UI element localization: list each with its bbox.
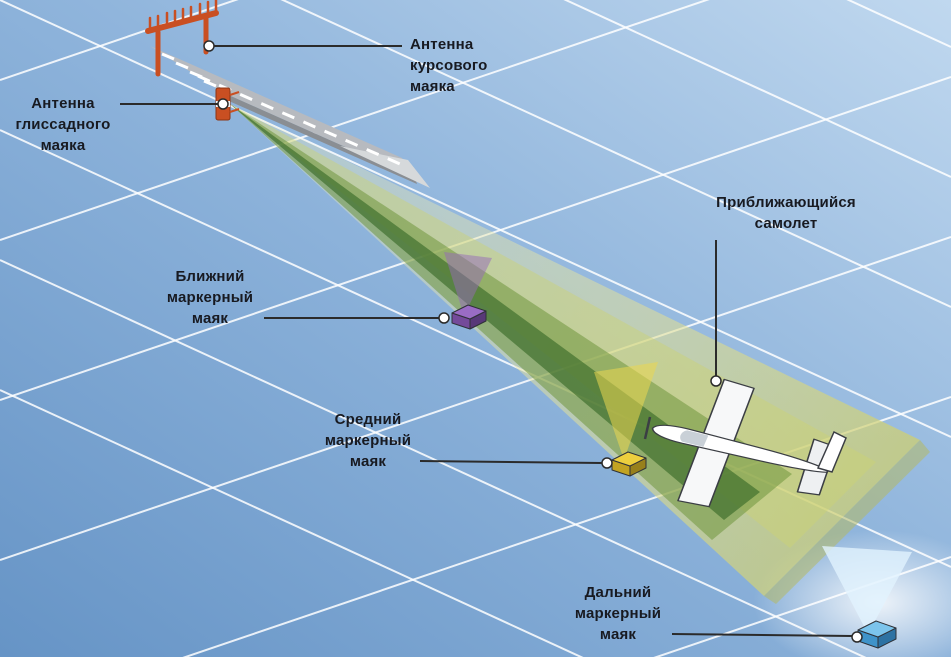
runway-threshold-marks (161, 52, 217, 88)
label-line: Средний (334, 411, 402, 428)
outer-marker-fan (822, 546, 912, 634)
aircraft-cabin (680, 430, 709, 447)
callout-dot-aircraft (710, 375, 722, 387)
runway-overrun-sliver (340, 146, 430, 188)
runway-surface (150, 46, 415, 178)
outer-marker-beacon (857, 620, 897, 649)
label-glideslope-antenna: Антенна глиссадного маяка (8, 93, 118, 156)
label-line: маяк (599, 626, 637, 643)
label-line: самолет (754, 215, 818, 232)
label-line: Приближающийся (716, 194, 856, 211)
inner-marker-fan (444, 252, 492, 316)
label-approaching-aircraft: Приближающийся самолет (706, 192, 866, 234)
callout-dots (203, 40, 863, 643)
label-line: глиссадного (15, 116, 111, 133)
callout-lines (120, 45, 853, 637)
label-line: маяк (191, 310, 229, 327)
label-outer-marker: Дальний маркерный маяк (568, 582, 668, 645)
runway-side-face (222, 92, 417, 184)
label-line: маяка (410, 78, 455, 95)
label-line: маяка (40, 137, 86, 154)
runway (150, 46, 430, 188)
callout-dot-localizer (203, 40, 215, 52)
label-line: Дальний (584, 584, 652, 601)
aircraft-propeller (643, 416, 652, 440)
callout-dot-outer-marker (851, 631, 863, 643)
label-inner-marker: Ближний маркерный маяк (160, 266, 260, 329)
middle-marker-beacon (611, 451, 647, 477)
label-line: Антенна (31, 95, 95, 112)
label-line: маяк (349, 453, 387, 470)
beam-far-edge (764, 440, 930, 604)
aircraft (643, 378, 847, 508)
label-line: Ближний (175, 268, 245, 285)
callout-dot-inner-marker (438, 312, 450, 324)
callout-line-middle-marker (419, 460, 603, 464)
label-line: маркерный (574, 605, 662, 622)
label-line: маркерный (324, 432, 412, 449)
inner-marker-beacon (451, 304, 487, 330)
callout-dot-glideslope (217, 98, 229, 110)
label-line: курсового (410, 57, 488, 74)
callout-line-outer-marker (671, 633, 853, 637)
label-line: Антенна (410, 36, 474, 53)
middle-marker-fan (594, 362, 658, 460)
label-middle-marker: Средний маркерный маяк (318, 409, 418, 472)
callout-dot-middle-marker (601, 457, 613, 469)
label-localizer-antenna: Антенна курсового маяка (410, 34, 530, 97)
aircraft-fin (816, 430, 847, 473)
label-line: маркерный (166, 289, 254, 306)
